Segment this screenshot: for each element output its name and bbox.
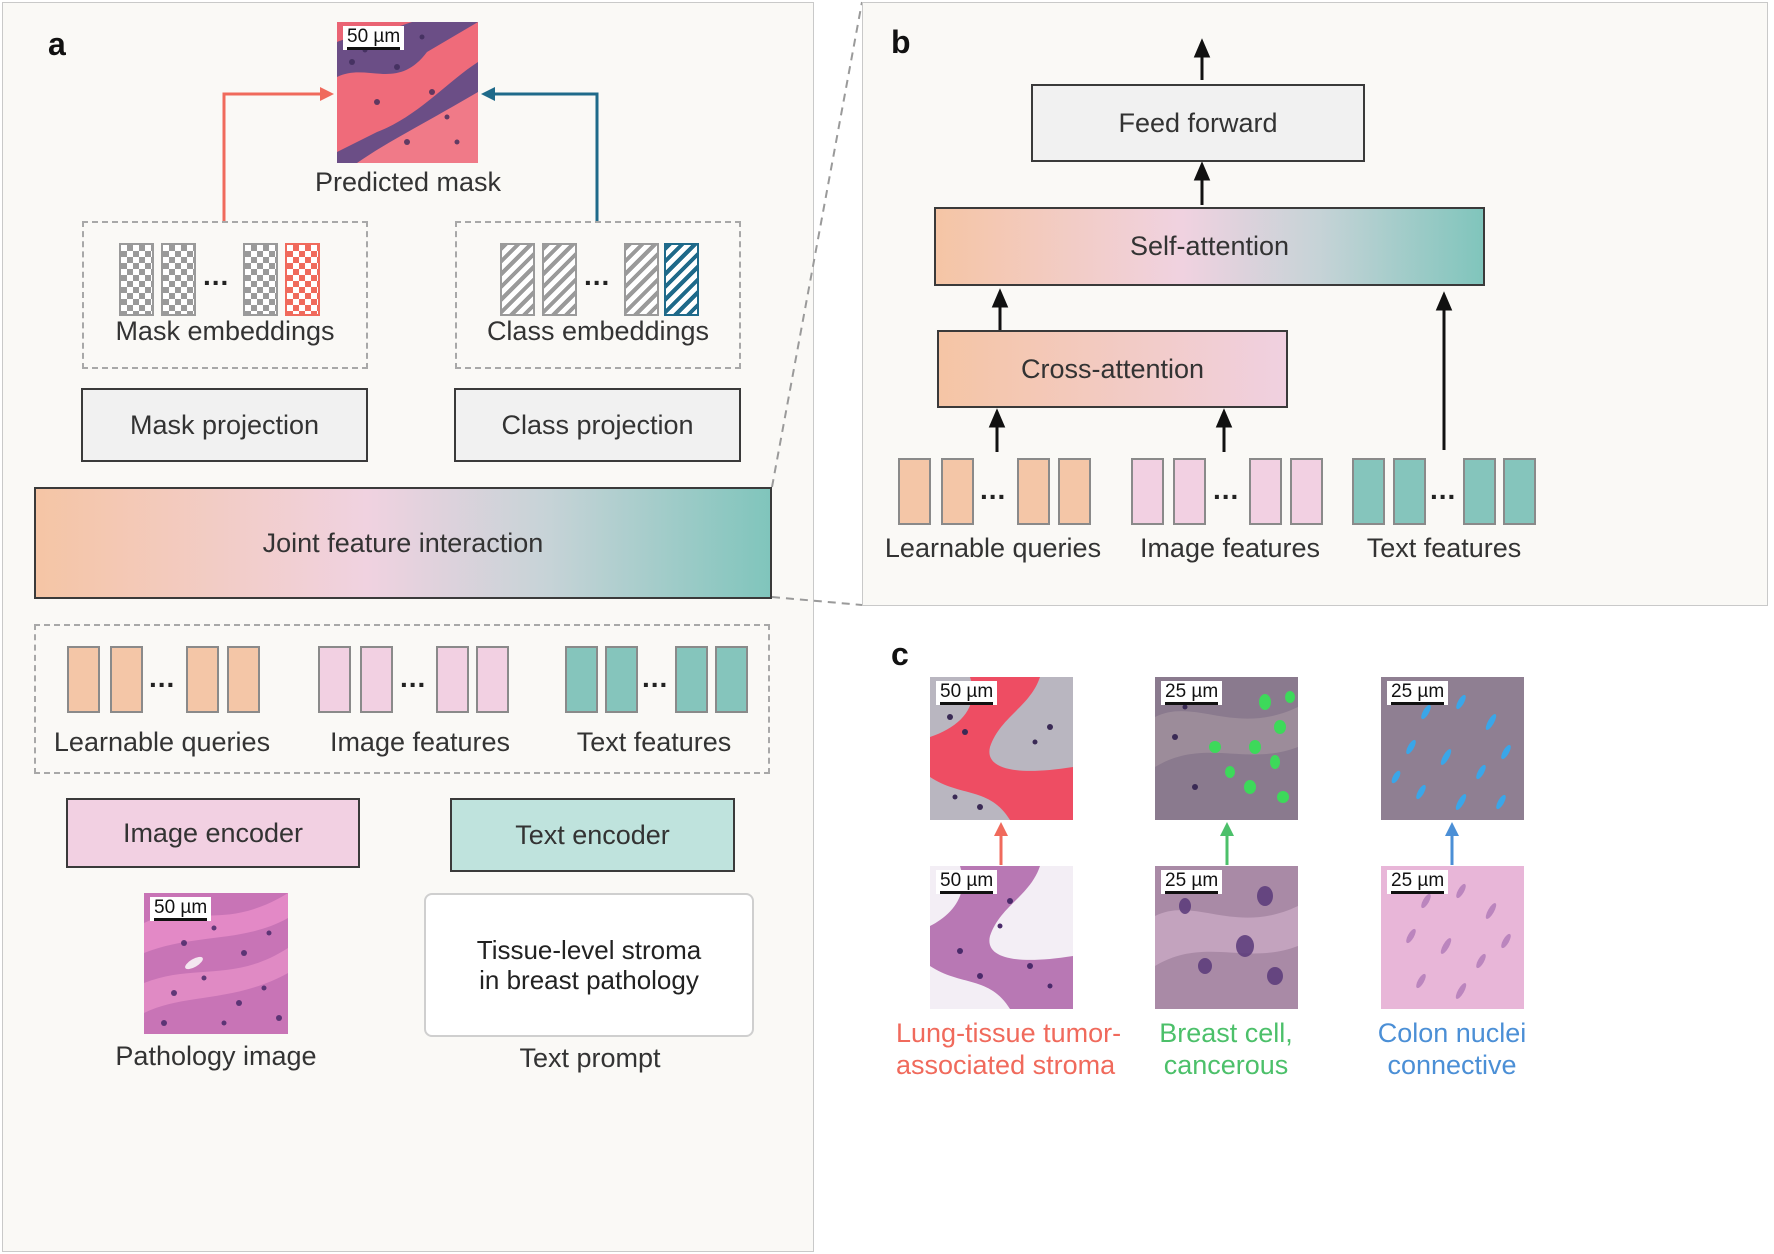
panel-b-label: b	[891, 24, 911, 60]
segmentation-output-image: 25 µm	[1155, 677, 1298, 820]
feed-forward-box: Feed forward	[1031, 84, 1365, 162]
ellipsis: ...	[149, 662, 176, 693]
image-feature-token	[360, 646, 393, 713]
joint-feature-interaction-box: Joint feature interaction	[34, 487, 772, 599]
mask-arrows	[222, 87, 599, 222]
image-feature-token	[1173, 458, 1206, 525]
mask-embedding-token	[161, 243, 196, 316]
predicted-mask-image: 50 µm	[337, 22, 478, 163]
class-projection-box: Class projection	[454, 388, 741, 462]
image-feature-token	[436, 646, 469, 713]
class-embedding-token	[500, 243, 535, 316]
text-feature-token	[1352, 458, 1385, 525]
cross-attention-box: Cross-attention	[937, 330, 1288, 408]
text-features-label: Text features	[576, 727, 732, 757]
text-feature-token	[1393, 458, 1426, 525]
image-feature-token	[476, 646, 509, 713]
mask-embedding-token	[119, 243, 154, 316]
panel-a	[2, 2, 814, 1252]
learnable-query-token	[1017, 458, 1050, 525]
text-feature-token	[1503, 458, 1536, 525]
scale-bar: 25 µm	[1387, 681, 1449, 705]
ellipsis: ...	[584, 260, 611, 291]
learnable-query-token	[110, 646, 143, 713]
text-feature-token	[715, 646, 748, 713]
predicted-mask-label: Predicted mask	[314, 167, 502, 197]
scale-bar: 50 µm	[150, 897, 212, 921]
text-feature-token	[675, 646, 708, 713]
mask-embeddings-label: Mask embeddings	[115, 316, 335, 346]
image-feature-token	[1290, 458, 1323, 525]
image-encoder-box: Image encoder	[66, 798, 360, 868]
scale-bar: 50 µm	[936, 681, 998, 705]
text-feature-token	[1463, 458, 1496, 525]
image-features-label: Image features	[1139, 533, 1321, 563]
text-prompt-box: Tissue-level stroma in breast pathology	[424, 893, 754, 1037]
input-image: 25 µm	[1381, 866, 1524, 1009]
input-image: 50 µm	[930, 866, 1073, 1009]
ellipsis: ...	[642, 662, 669, 693]
text-prompt-content: Tissue-level stroma in breast pathology	[476, 935, 702, 995]
self-attention-box: Self-attention	[934, 207, 1485, 286]
example-label: Lung-tissue tumor- associated stroma	[896, 1018, 1122, 1080]
text-prompt-label: Text prompt	[519, 1043, 661, 1073]
panel-a-label: a	[48, 26, 66, 62]
learnable-queries-label: Learnable queries	[884, 533, 1102, 563]
class-embedding-token	[624, 243, 659, 316]
image-feature-token	[1249, 458, 1282, 525]
ellipsis: ...	[203, 260, 230, 291]
scale-bar: 25 µm	[1161, 870, 1223, 894]
class-embeddings-label: Class embeddings	[486, 316, 710, 346]
example-label: Breast cell, cancerous	[1159, 1018, 1293, 1080]
mask-embedding-token	[243, 243, 278, 316]
mask-embeddings-group	[82, 221, 368, 369]
ellipsis: ...	[1213, 474, 1240, 505]
mask-projection-box: Mask projection	[81, 388, 368, 462]
learnable-query-token	[941, 458, 974, 525]
pathology-image-label: Pathology image	[115, 1041, 317, 1071]
pathology-image: 50 µm	[144, 893, 288, 1034]
ellipsis: ...	[400, 662, 427, 693]
text-features-label: Text features	[1366, 533, 1522, 563]
panel-c-label: c	[891, 636, 909, 672]
input-image: 25 µm	[1155, 866, 1298, 1009]
learnable-query-token	[186, 646, 219, 713]
scale-bar: 50 µm	[343, 26, 405, 50]
scale-bar: 25 µm	[1161, 681, 1223, 705]
segmentation-output-image: 50 µm	[930, 677, 1073, 820]
class-embedding-token	[542, 243, 577, 316]
learnable-query-token	[898, 458, 931, 525]
segmentation-output-image: 25 µm	[1381, 677, 1524, 820]
learnable-queries-label: Learnable queries	[53, 727, 271, 757]
ellipsis: ...	[1430, 474, 1457, 505]
image-feature-token	[318, 646, 351, 713]
feature-tokens-group	[34, 624, 770, 774]
panel-b-arrows	[988, 38, 1453, 452]
ellipsis: ...	[980, 474, 1007, 505]
learnable-query-token	[1058, 458, 1091, 525]
scale-bar: 25 µm	[1387, 870, 1449, 894]
learnable-query-token	[67, 646, 100, 713]
image-features-label: Image features	[329, 727, 511, 757]
text-feature-token	[605, 646, 638, 713]
mask-embedding-token-selected	[285, 243, 320, 316]
text-feature-token	[565, 646, 598, 713]
scale-bar: 50 µm	[936, 870, 998, 894]
class-embeddings-group	[455, 221, 741, 369]
text-encoder-box: Text encoder	[450, 798, 735, 872]
class-embedding-token-selected	[664, 243, 699, 316]
learnable-query-token	[227, 646, 260, 713]
example-label: Colon nuclei connective	[1377, 1018, 1527, 1080]
image-feature-token	[1131, 458, 1164, 525]
